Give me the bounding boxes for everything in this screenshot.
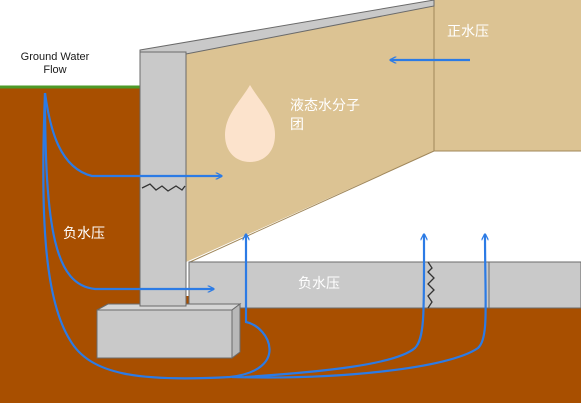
floor-slab — [188, 261, 581, 309]
flow-path-to-slab-right — [231, 234, 486, 379]
flow-path-to-wall-crack — [43, 92, 222, 176]
wall-crack — [141, 183, 186, 192]
negative-pressure-slab-label: 负水压 — [298, 276, 340, 292]
water-vapor-molecules-label-line2: 团 — [290, 116, 304, 133]
flow-path-under-footing — [42, 92, 271, 380]
ground-water-flow-label-line1: Ground Water — [20, 51, 90, 63]
side-wall — [434, 0, 581, 151]
negative-pressure-soil-label: 负水压 — [63, 226, 105, 242]
ground-water-flow-label: Ground Water Flow — [12, 51, 98, 77]
positive-pressure-label: 正水压 — [447, 24, 489, 40]
footing-side — [231, 303, 241, 359]
ground-water-flow — [42, 60, 486, 380]
flow-path-to-slab-crack — [244, 234, 424, 379]
flow-path-to-slab-left — [43, 92, 214, 289]
water-vapor-molecules-label-line1: 液态水分子 — [290, 98, 360, 114]
foundation-wall — [139, 51, 187, 307]
water-droplet-icon — [225, 85, 275, 162]
wall-floor-edge-left — [189, 150, 435, 263]
slab-crack — [427, 261, 435, 309]
footing — [96, 309, 233, 359]
ground-water-flow-label-line2: Flow — [43, 64, 67, 77]
water-vapor-molecules-label: 液态水分子 团 — [290, 97, 360, 135]
